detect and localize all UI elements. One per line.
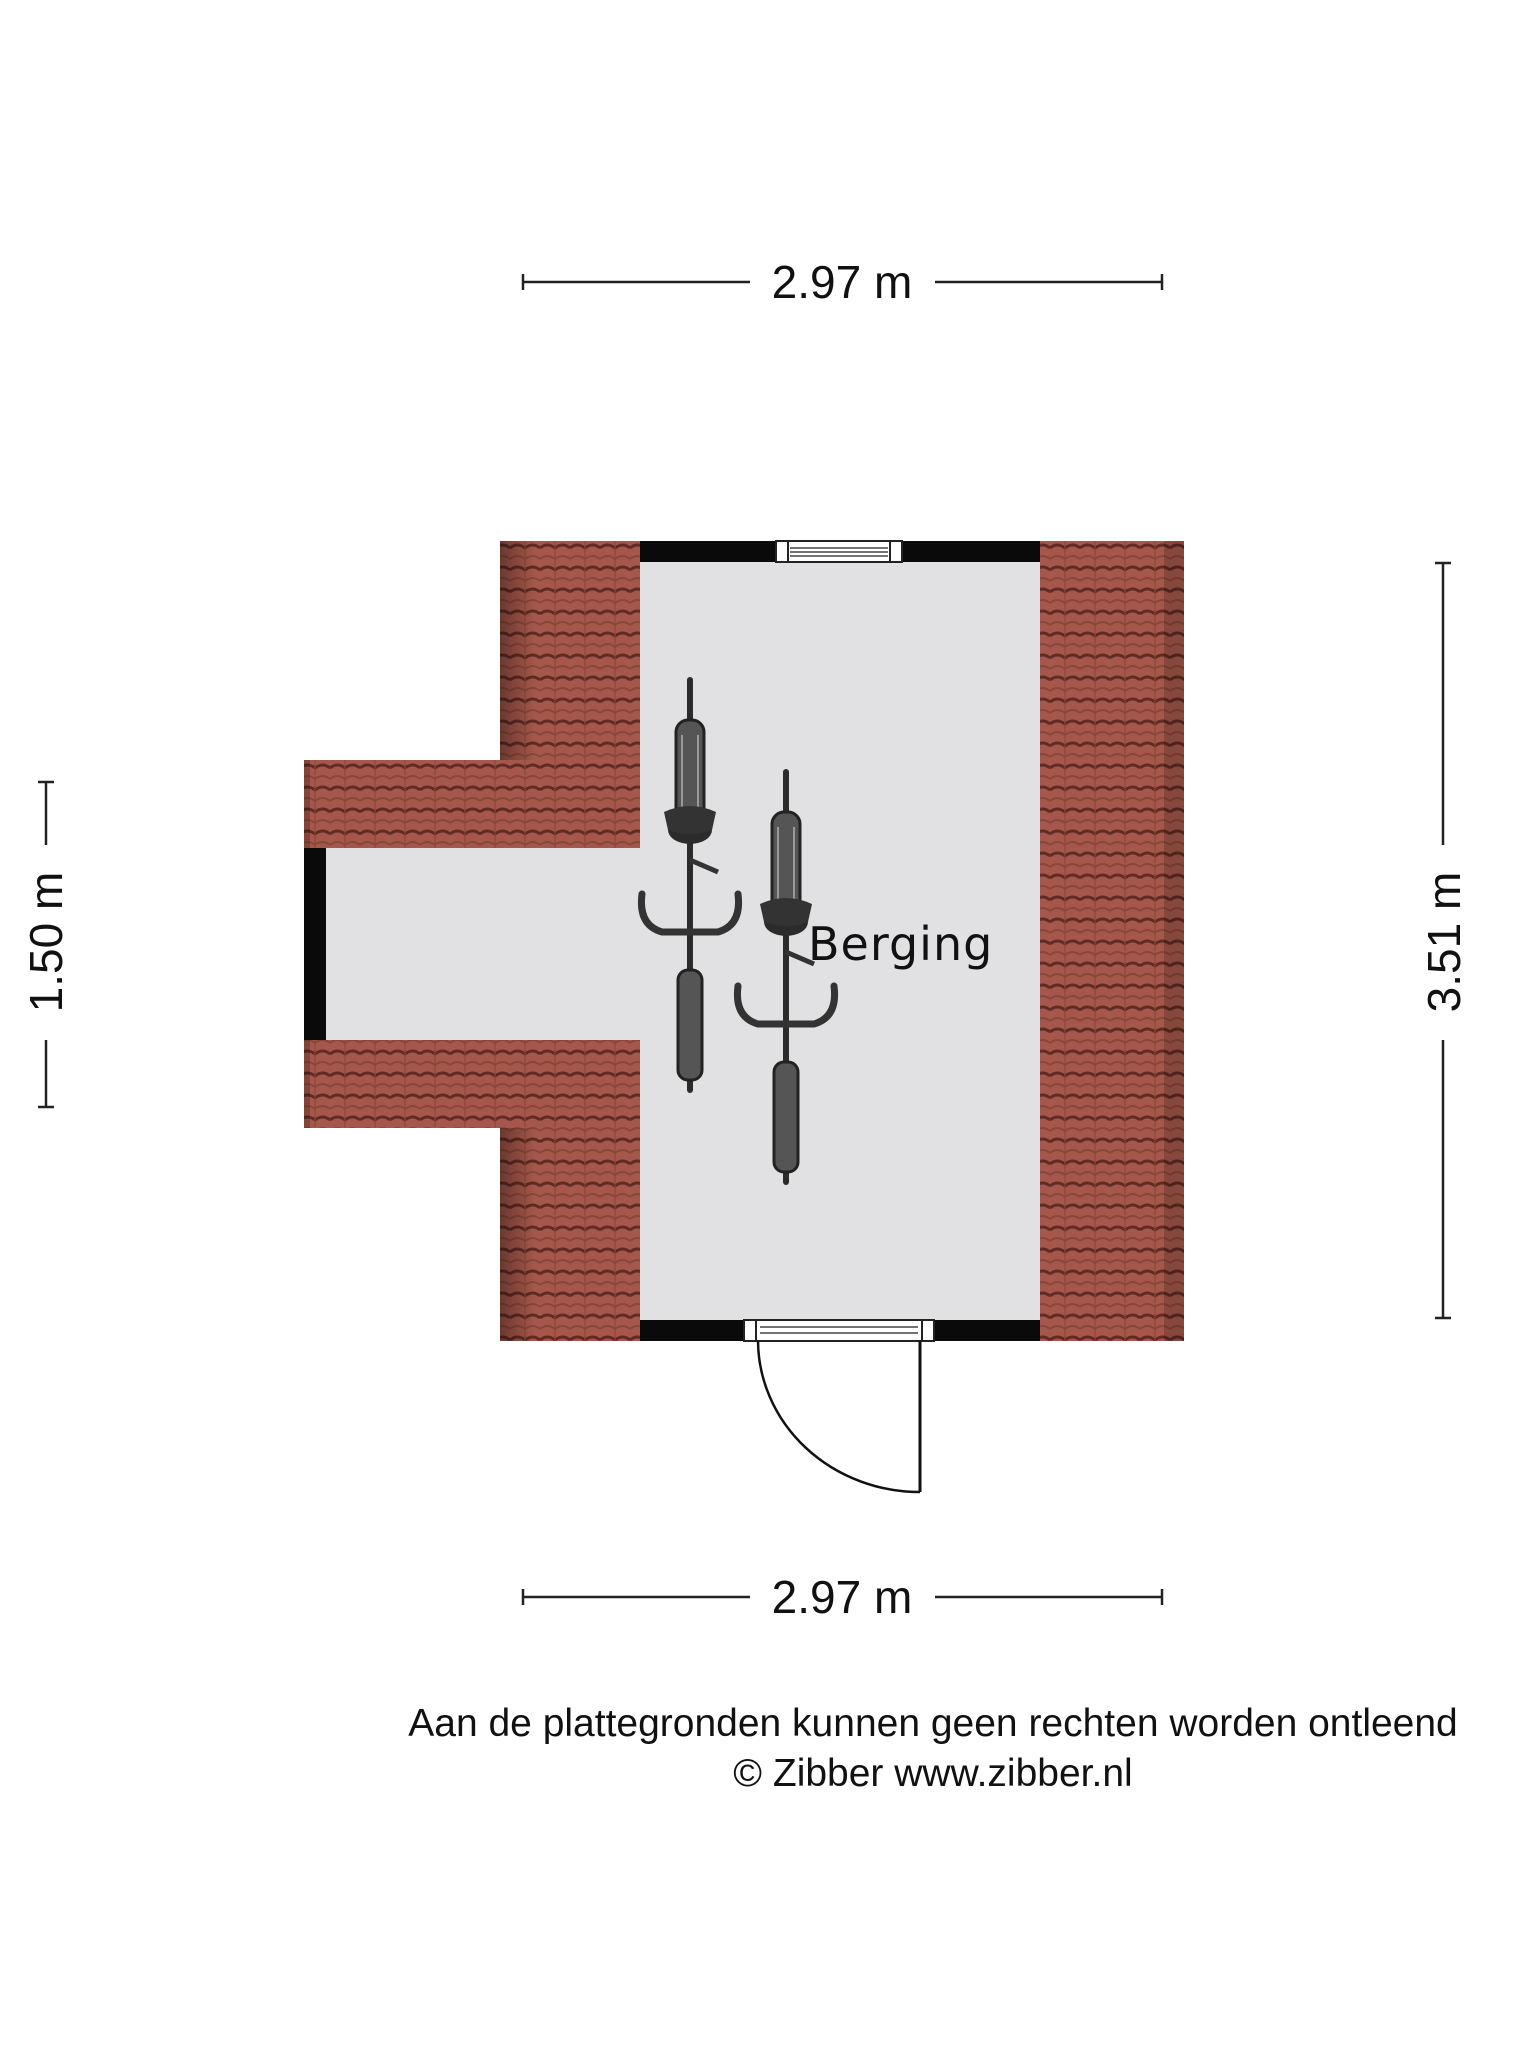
dimension-bottom: 2.97 m (521, 1571, 1164, 1623)
room-floor (640, 562, 1040, 1320)
dimension-top-label: 2.97 m (772, 256, 913, 308)
copyright-text: © Zibber www.zibber.nl (733, 1752, 1133, 1795)
door-swing-icon (743, 1319, 935, 1494)
dimension-right-label: 3.51 m (1418, 872, 1470, 1013)
dimension-left: 1.50 m (20, 780, 72, 1109)
bicycle-icon (733, 769, 839, 1185)
dimension-top: 2.97 m (521, 256, 1164, 308)
dimension-bottom-label: 2.97 m (772, 1571, 913, 1623)
roof-annex-top (304, 760, 640, 848)
annex-floor (326, 848, 640, 1040)
dimension-left-label: 1.50 m (20, 872, 72, 1013)
roof-right (1040, 541, 1184, 1341)
dimension-right: 3.51 m (1418, 561, 1470, 1320)
roof-annex-bottom (304, 1040, 640, 1128)
bicycle-icon (637, 677, 743, 1093)
room-label: Berging (808, 917, 993, 971)
window-icon (775, 540, 903, 563)
disclaimer-text: Aan de plattegronden kunnen geen rechten… (408, 1702, 1458, 1745)
walls (304, 541, 1040, 1341)
